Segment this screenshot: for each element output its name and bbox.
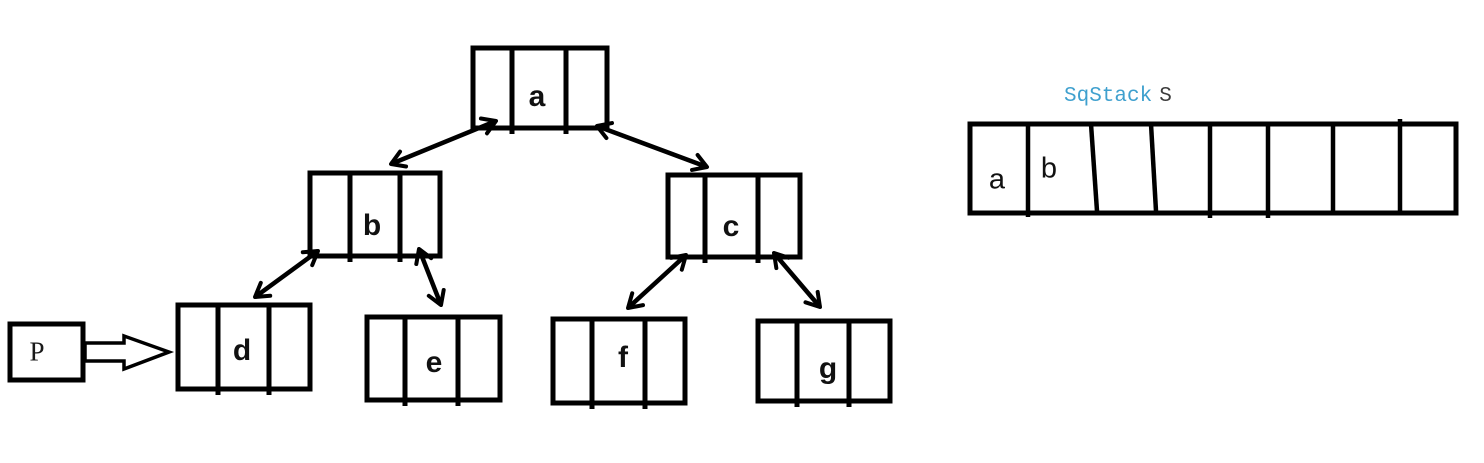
stack-title-name: SqStack [1064, 85, 1153, 108]
tree-node-d-label: d [232, 334, 252, 367]
pointer-arrow [83, 333, 175, 372]
edge-b-d [253, 249, 320, 299]
stack-cell-0: a [988, 163, 1006, 196]
stack-cell-1: b [1040, 152, 1058, 185]
tree-node-g-box [755, 318, 893, 407]
edge-c-f [626, 253, 688, 310]
edge-c-g [772, 251, 822, 309]
edge-a-c [595, 121, 709, 172]
tree-node-f-box [550, 316, 688, 409]
edge-a-b [389, 116, 498, 169]
tree-node-a-box [470, 45, 610, 134]
stack-box [967, 119, 1459, 218]
edge-b-e [414, 246, 446, 307]
tree-node-e-label: e [425, 346, 443, 379]
stack-title: SqStack S [1064, 85, 1172, 108]
tree-node-b-label: b [362, 209, 382, 242]
tree-node-b-box [307, 170, 443, 262]
stack-title-variable: S [1159, 85, 1172, 108]
tree-node-g-label: g [818, 352, 838, 385]
tree-node-e-box [364, 314, 503, 406]
tree-node-d-box [175, 302, 313, 395]
pointer-p-box [7, 321, 86, 383]
tree-node-c-label: c [722, 210, 740, 243]
tree-node-a-label: a [528, 80, 546, 113]
tree-node-f-label: f [618, 341, 628, 374]
tree-node-c-box [665, 172, 803, 263]
pointer-p-label: P [29, 336, 45, 367]
